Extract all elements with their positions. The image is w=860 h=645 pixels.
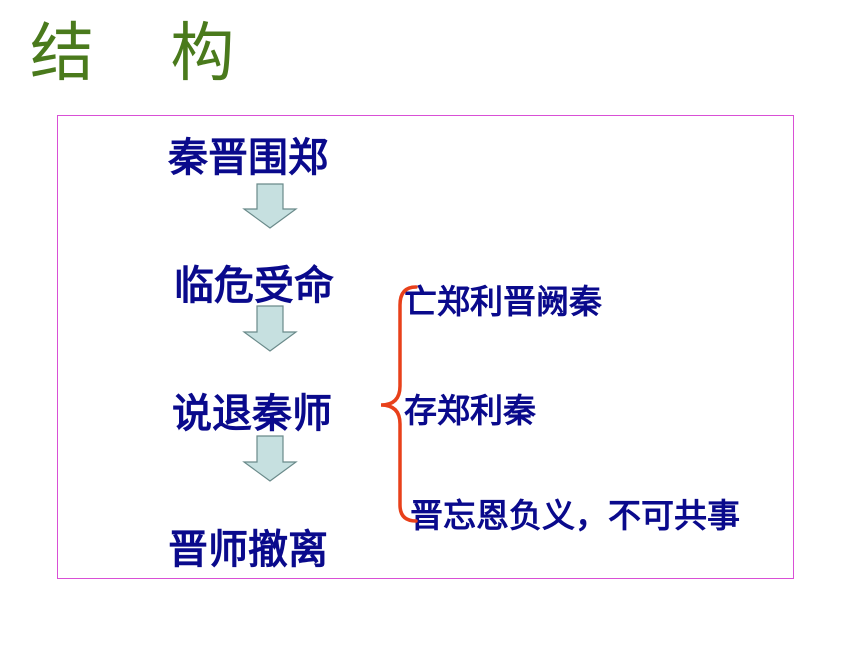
diagram-frame bbox=[57, 115, 794, 579]
down-arrow-icon bbox=[242, 305, 298, 352]
down-arrow-icon bbox=[242, 183, 298, 229]
down-arrow-icon bbox=[242, 435, 298, 482]
slide-title: 结 构 bbox=[30, 17, 263, 91]
reason-1: 亡郑利晋阙秦 bbox=[404, 282, 602, 321]
reason-2: 存郑利秦 bbox=[404, 391, 536, 430]
step-3: 说退秦师 bbox=[172, 391, 332, 437]
step-1: 秦晋围郑 bbox=[168, 135, 328, 181]
step-4: 晋师撤离 bbox=[168, 527, 328, 573]
reason-3: 晋忘恩负义，不可共事 bbox=[410, 496, 740, 535]
curly-brace-icon bbox=[380, 285, 418, 523]
step-2: 临危受命 bbox=[174, 263, 334, 309]
